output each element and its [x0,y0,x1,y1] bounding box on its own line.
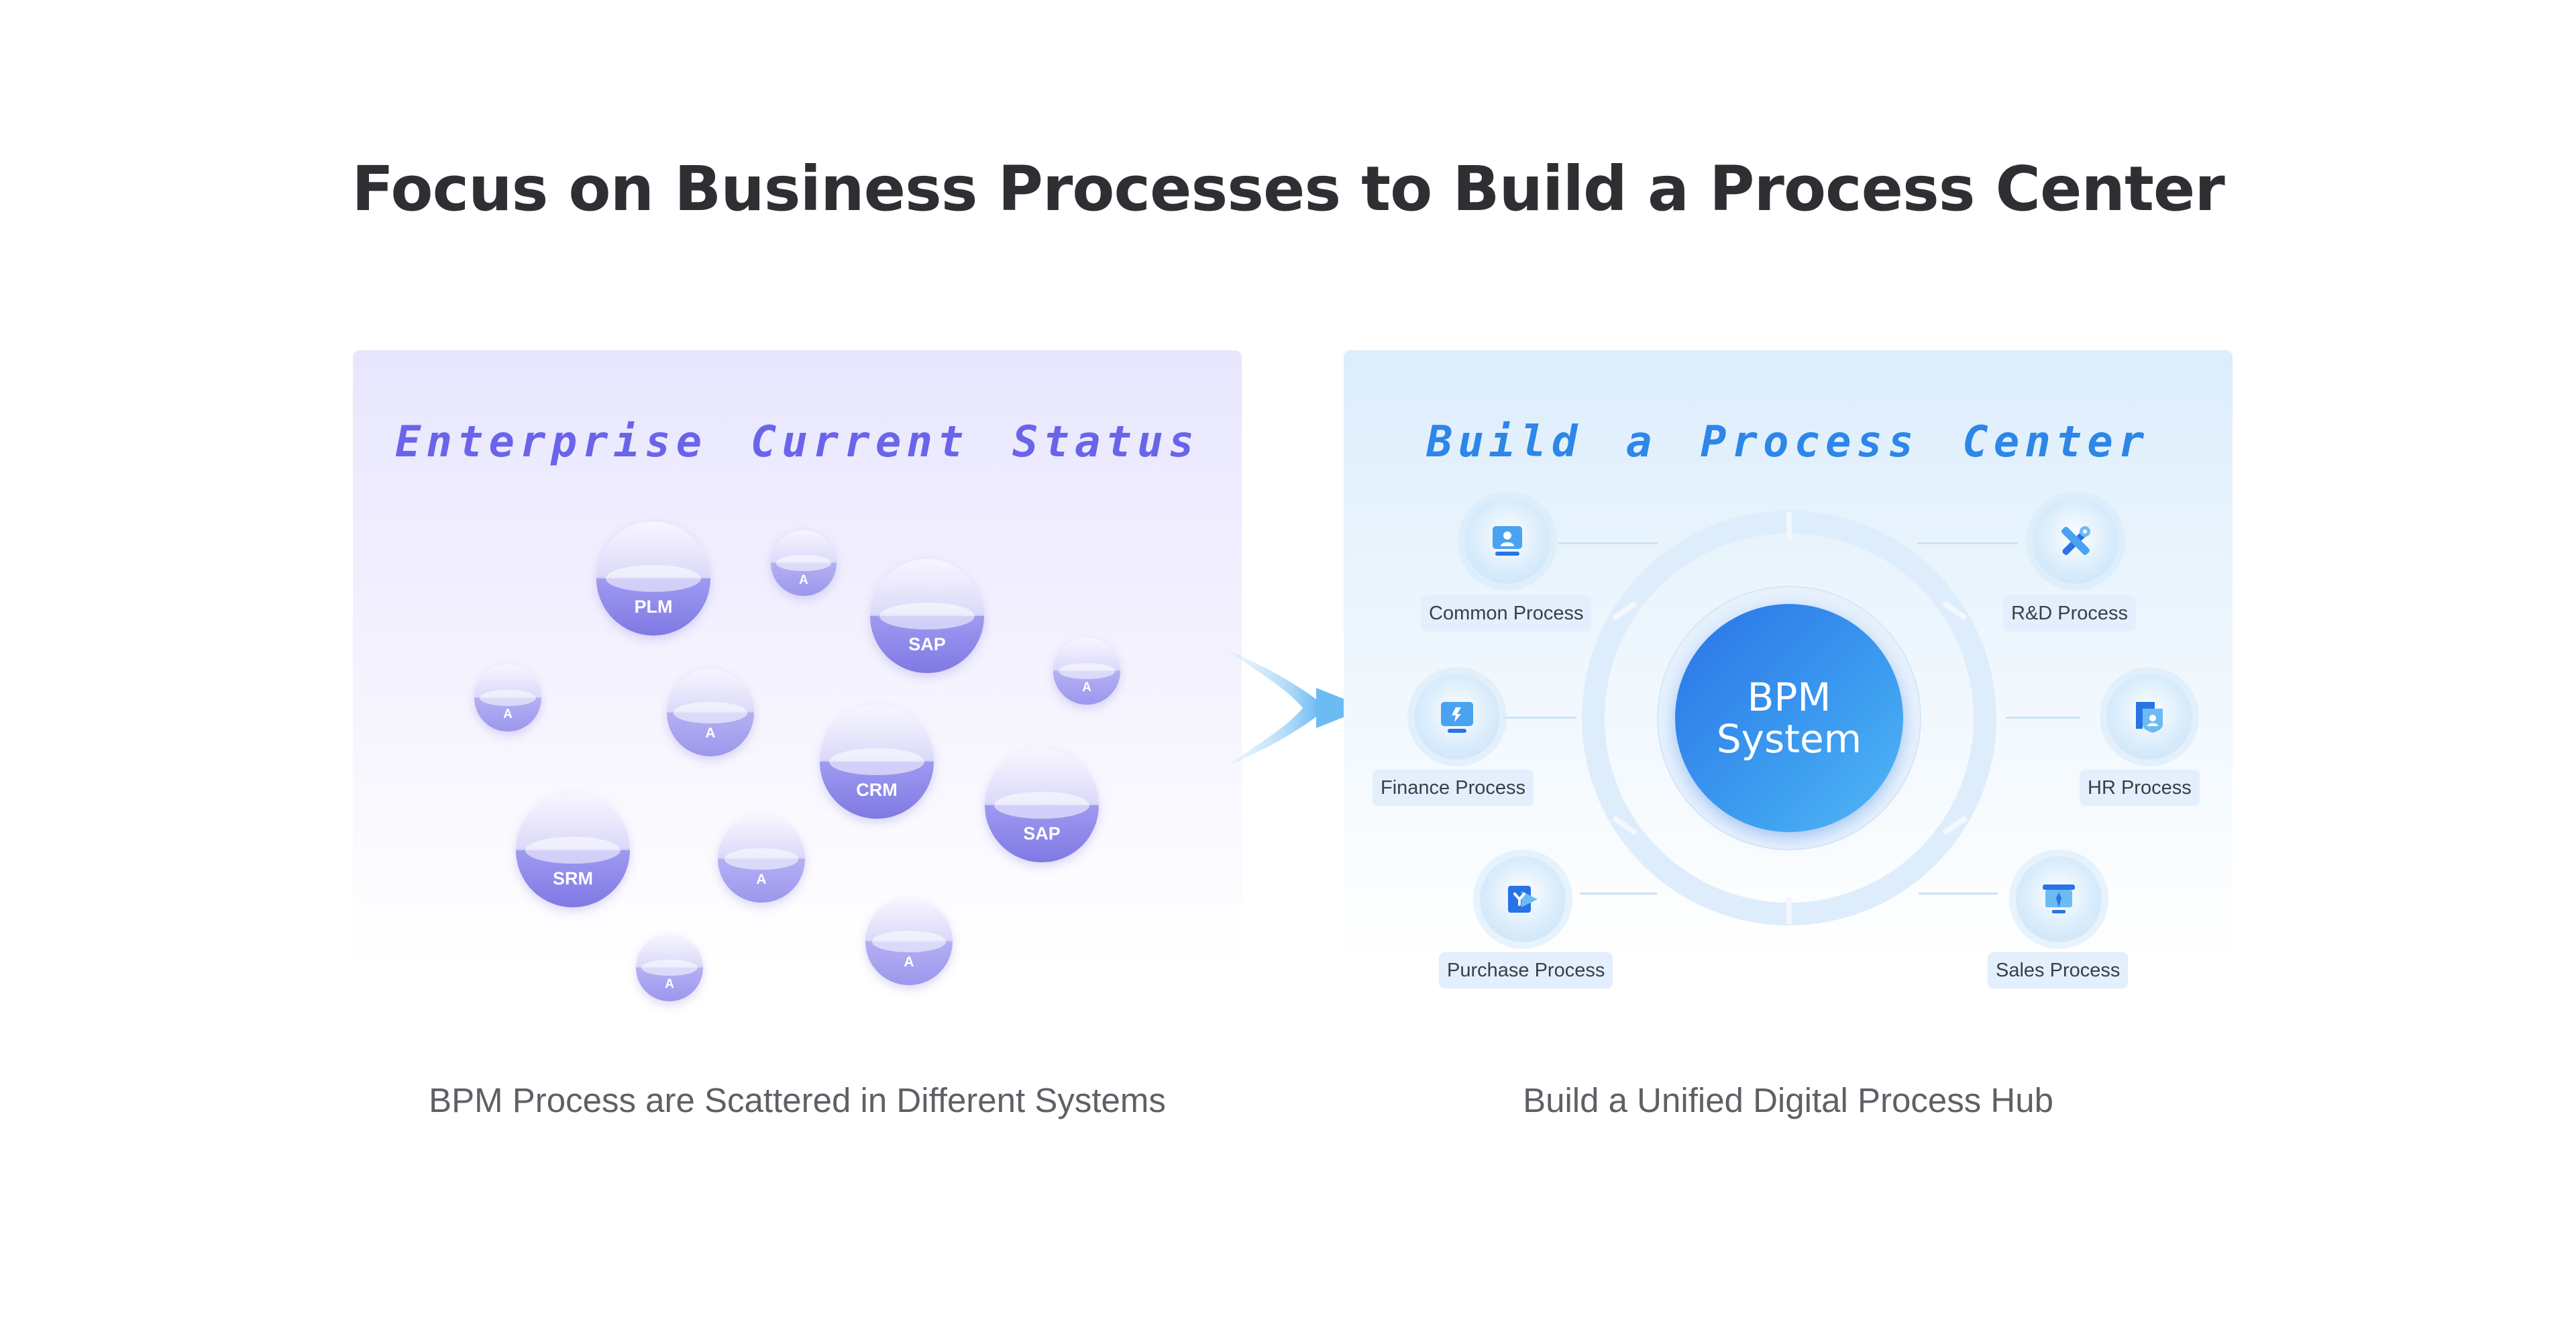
connector-purchase [1580,893,1657,895]
common-process-label: Common Process [1421,595,1592,631]
id-badge-icon [2106,674,2192,760]
bubble-srm: SRM [516,793,630,907]
hr-process-label: HR Process [2080,770,2200,806]
transition-arrow-icon [1222,641,1377,775]
page-title: Focus on Business Processes to Build a P… [352,153,2224,225]
rd-process-label: R&D Process [2003,595,2137,631]
ring-gap [1786,512,1792,539]
wrench-icon [2033,498,2118,584]
right-panel-heading: Build a Process Center [1426,417,2150,467]
connector-rd [1917,542,2018,544]
bubble-a-3: A [474,664,541,731]
bubble-a-4: A [667,669,754,756]
monitor-user-icon [1464,498,1550,584]
ring-gap [1786,897,1792,924]
bubble-a-1: A [771,530,837,596]
bubble-a-2: A [1053,638,1120,705]
connector-finance [1503,717,1576,719]
left-panel-heading: Enterprise Current Status [394,417,1200,467]
left-caption: BPM Process are Scattered in Different S… [429,1081,1166,1119]
finance-process-label: Finance Process [1373,770,1534,806]
finance-screen-icon [1414,674,1500,760]
bubble-plm: PLM [596,521,710,636]
bubble-a-5: A [718,815,805,903]
hub-line-1: BPM [1747,674,1831,720]
bpm-system-hub: BPM System [1675,604,1903,832]
bubble-a-7: A [636,934,703,1001]
right-caption: Build a Unified Digital Process Hub [1523,1081,2053,1119]
bubble-a-6: A [865,898,953,985]
purchase-process-label: Purchase Process [1439,952,1613,989]
connector-common [1558,542,1658,544]
sales-presentation-icon [2016,856,2102,942]
bubble-sap-2: SAP [985,748,1099,862]
connector-sales [1919,893,1998,895]
bubble-crm: CRM [820,705,934,819]
hub-line-2: System [1716,716,1862,762]
sales-process-label: Sales Process [1988,952,2129,989]
bubble-sap-1: SAP [870,559,984,673]
connector-hr [2006,717,2080,719]
purchase-tag-icon [1480,856,1566,942]
